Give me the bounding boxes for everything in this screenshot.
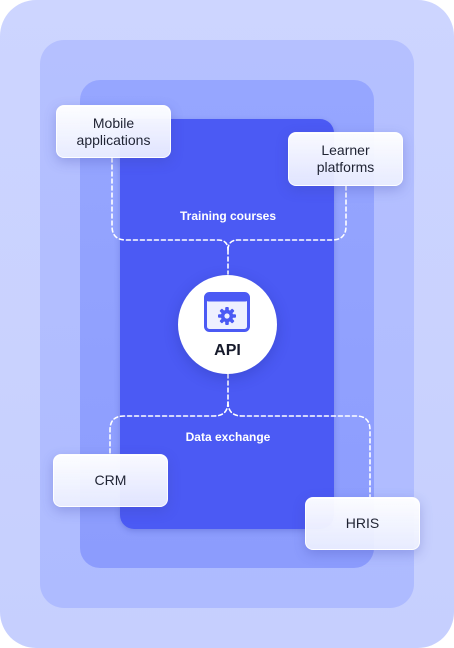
mobile-applications-line2: applications [76,131,151,148]
mobile-applications-node: Mobile applications [56,105,171,158]
learner-platforms-line1: Learner [321,142,370,158]
learner-platforms-line2: platforms [316,159,375,175]
api-hub: API [178,275,277,374]
learner-platforms-node: Learner platforms [288,132,403,186]
hris-label: HRIS [345,515,380,531]
crm-label: CRM [94,472,127,488]
api-label: API [214,342,241,359]
mobile-applications-line1: Mobile [92,114,135,131]
data-exchange-caption: Data exchange [185,430,271,444]
browser-gear-icon [204,292,250,332]
crm-node: CRM [53,454,168,507]
hris-node: HRIS [305,497,420,550]
training-courses-caption: Training courses [179,209,277,223]
